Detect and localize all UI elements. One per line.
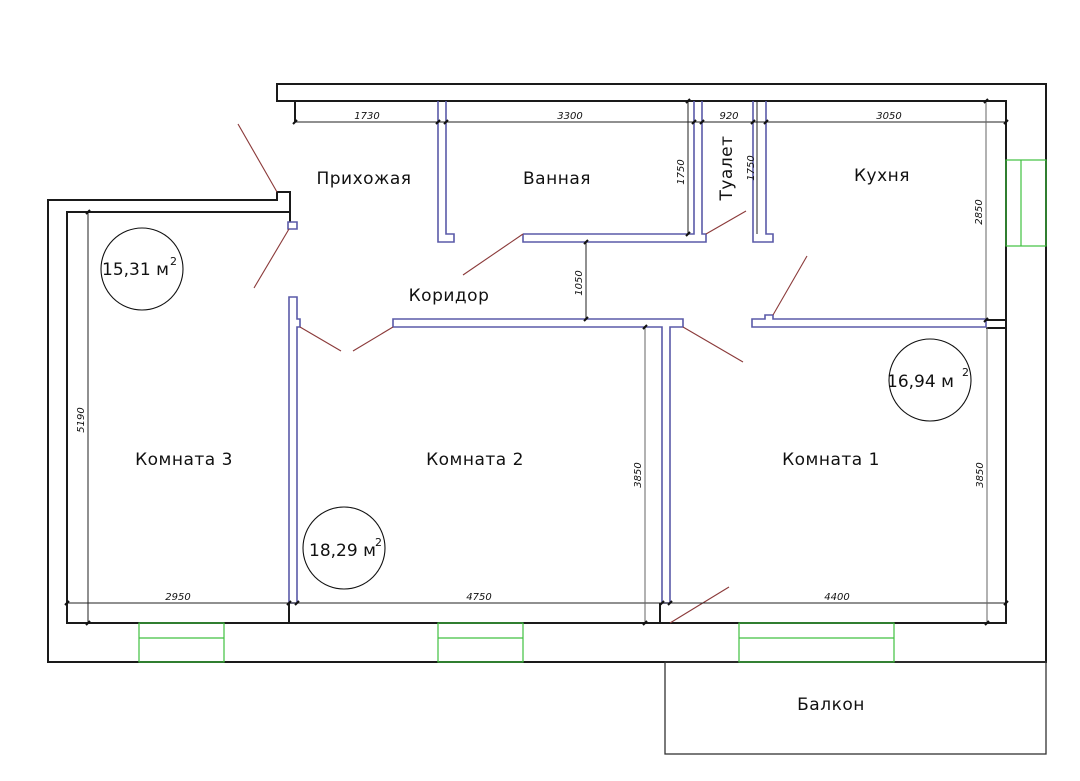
- dimension-lines: [64, 98, 1009, 626]
- door-room2-left[interactable]: [299, 326, 342, 352]
- dim-room1-depth: 3850: [975, 462, 986, 487]
- area-value-room3: 15,31 м: [102, 260, 169, 280]
- door-room2-right[interactable]: [352, 326, 394, 352]
- dim-room3-depth: 5190: [76, 407, 87, 432]
- dim-room1-width: 4400: [824, 592, 849, 603]
- room-label-bathroom[interactable]: Ванная: [523, 169, 591, 189]
- door-toilet[interactable]: [705, 210, 747, 235]
- area-sup-room3: 2: [170, 255, 177, 268]
- outer-wall-top-step: [276, 84, 296, 122]
- door-entrance-outer[interactable]: [237, 123, 278, 193]
- area-badge-room2: 18,29 м 2: [302, 506, 386, 590]
- dim-hallway-width: 1730: [354, 111, 379, 122]
- dim-toilet-width: 920: [719, 111, 738, 122]
- door-room3[interactable]: [253, 228, 290, 289]
- window-room3[interactable]: [138, 622, 225, 663]
- room-label-balcony[interactable]: Балкон: [797, 695, 865, 715]
- door-kitchen[interactable]: [772, 255, 808, 316]
- area-value-room2: 18,29 м: [309, 541, 376, 561]
- room-label-toilet[interactable]: Туалет: [717, 135, 737, 201]
- dim-kitchen-width: 3050: [876, 111, 901, 122]
- room-labels: Прихожая Ванная Туалет Кухня Коридор Ком…: [135, 135, 910, 715]
- window-room1[interactable]: [738, 622, 895, 663]
- wall-bathroom-bottom: [522, 101, 707, 243]
- room-label-room2[interactable]: Комната 2: [426, 450, 524, 470]
- wall-kitchen-bottom: [751, 314, 987, 328]
- area-sup-room2: 2: [375, 536, 382, 549]
- wall-hallway-bathroom: [437, 101, 455, 243]
- doors: [237, 123, 808, 624]
- wall-room3-room2: [288, 296, 301, 604]
- door-bathroom[interactable]: [462, 233, 524, 276]
- outer-walls: [47, 83, 1047, 663]
- window-kitchen[interactable]: [1005, 159, 1047, 247]
- room-label-kitchen[interactable]: Кухня: [854, 166, 910, 186]
- door-balcony[interactable]: [669, 586, 730, 624]
- dimension-labels: 1730 3300 920 3050 1750 1750 2850 1050 5…: [76, 111, 986, 603]
- area-sup-room1: 2: [962, 366, 969, 379]
- dim-room2-depth: 3850: [633, 462, 644, 487]
- area-value-room1: 16,94 м: [887, 372, 954, 392]
- dim-bathroom-width: 3300: [557, 111, 582, 122]
- dim-bathroom-depth: 1750: [676, 159, 687, 184]
- door-room1[interactable]: [682, 326, 744, 363]
- room-label-room1[interactable]: Комната 1: [782, 450, 880, 470]
- dim-corridor-width: 1050: [574, 270, 585, 295]
- window-room2[interactable]: [437, 622, 524, 663]
- windows: [138, 159, 1047, 663]
- room-label-hallway[interactable]: Прихожая: [316, 169, 411, 189]
- dim-room3-width: 2950: [165, 592, 190, 603]
- entry-wall-stub: [276, 192, 291, 222]
- wall-entry-jamb: [287, 221, 298, 230]
- dim-kitchen-depth: 2850: [974, 199, 985, 224]
- room-label-corridor[interactable]: Коридор: [409, 286, 490, 306]
- dim-room2-width: 4750: [466, 592, 491, 603]
- dim-toilet-depth: 1750: [746, 155, 757, 180]
- wall-toilet-kitchen: [752, 101, 774, 243]
- kitchen-room1-outer-joint: [986, 319, 1006, 329]
- area-badge-room3: 15,31 м 2: [100, 227, 184, 311]
- area-badge-room1: 16,94 м 2: [887, 338, 972, 422]
- room-label-room3[interactable]: Комната 3: [135, 450, 233, 470]
